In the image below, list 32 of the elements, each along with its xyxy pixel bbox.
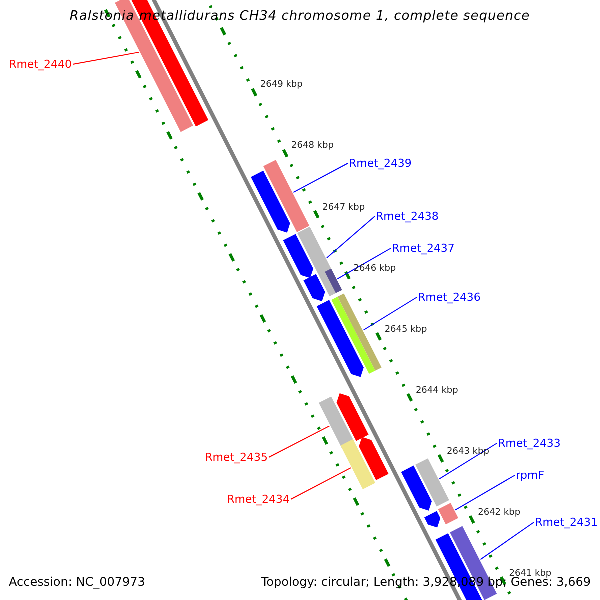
gene-label: rpmF [516,469,545,482]
leader-line [268,426,330,458]
gene-label: Rmet_2440 [9,58,72,71]
gene-bar [340,439,376,490]
gene-bar [264,160,310,232]
gene-bar [332,294,382,374]
leader-line [72,52,140,65]
gene-label: Rmet_2437 [392,242,455,255]
footer-text: Accession: NC_007973 [9,575,146,589]
gene-bar [438,503,458,525]
leader-line [363,297,418,331]
leader-line [293,163,348,194]
gene-bar [416,458,450,507]
gene-label: Rmet_2434 [227,493,290,506]
leader-line [480,522,535,560]
gene-bar [325,268,342,294]
scale-label: 2647 kbp [322,202,366,212]
scale-label: 2649 kbp [260,80,303,90]
gene-bar [319,396,355,448]
gene-label: Rmet_2431 [535,516,598,529]
scale-label: 2646 kbp [354,264,396,274]
gene-label: Rmet_2435 [205,451,268,464]
gene-label: Rmet_2436 [418,291,481,304]
scale-label: 2648 kbp [292,141,334,152]
gene-label: Rmet_2433 [498,437,561,450]
gene-label: Rmet_2439 [349,157,412,170]
gene-bar [298,226,342,296]
leader-line [455,475,516,511]
scale-label: 2642 kbp [478,508,521,518]
leader-line [326,216,376,259]
gene-label: Rmet_2438 [376,210,439,223]
scale-label: 2644 kbp [416,386,458,396]
